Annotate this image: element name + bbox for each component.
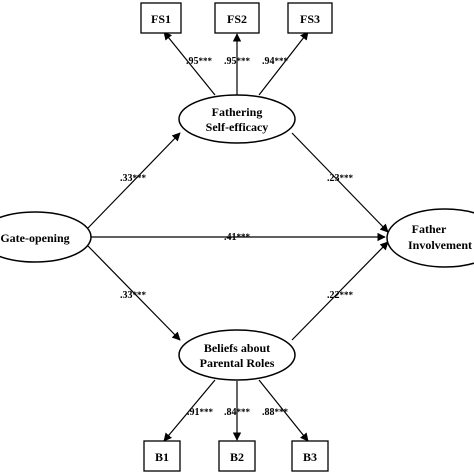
node-gate-opening: Gate-opening (0, 211, 92, 263)
coef-b1: .91*** (187, 407, 214, 418)
arrow-fathering-fs1 (163, 31, 216, 96)
coef-gate-to-fathering: .33*** (120, 173, 147, 184)
node-father-involvement: Father Involvement (386, 208, 474, 268)
arrow-gate-to-fathering (87, 132, 181, 229)
node-beliefs-parental-roles: Beliefs about Parental Roles (178, 329, 296, 381)
node-fs2: FS2 (214, 2, 260, 34)
arrow-beliefs-b1 (163, 379, 216, 442)
beliefs-label-line1: Beliefs about (204, 341, 270, 355)
coef-gate-to-father: .41*** (224, 232, 251, 243)
node-fs1: FS1 (140, 2, 182, 34)
coef-b3: .88*** (262, 407, 289, 418)
arrow-fathering-to-father (291, 132, 389, 233)
fathering-label-line1: Fathering (212, 105, 263, 119)
arrow-beliefs-to-father (291, 241, 389, 341)
coef-fs3: .94*** (262, 56, 289, 67)
coef-fathering-to-father: .23*** (327, 173, 354, 184)
coef-b2: .84*** (224, 407, 251, 418)
node-b1-label: B1 (155, 450, 169, 464)
node-b2-label: B2 (230, 450, 244, 464)
arrow-gate-to-beliefs (87, 245, 181, 341)
coef-fs1: .95*** (186, 56, 213, 67)
node-b1: B1 (143, 440, 181, 472)
beliefs-label-line2: Parental Roles (200, 356, 275, 370)
father-label-line1: Father (412, 222, 447, 236)
coefficients: .95*** .95*** .94*** .33*** .23*** .41**… (120, 56, 354, 418)
connectors (87, 31, 389, 442)
node-b3: B3 (291, 440, 329, 472)
node-b3-label: B3 (303, 450, 317, 464)
coef-gate-to-beliefs: .33*** (120, 290, 147, 301)
node-fs2-label: FS2 (227, 12, 247, 26)
coef-beliefs-to-father: .22*** (327, 290, 354, 301)
node-fs1-label: FS1 (151, 12, 171, 26)
coef-fs2: .95*** (224, 56, 251, 67)
node-fathering-self-efficacy: Fathering Self-efficacy (178, 94, 296, 144)
node-fs3: FS3 (287, 2, 333, 34)
node-fs3-label: FS3 (300, 12, 320, 26)
arrow-beliefs-b3 (258, 379, 309, 442)
father-label-line2: Involvement (408, 238, 472, 252)
fathering-label-line2: Self-efficacy (206, 120, 269, 134)
node-b2: B2 (218, 440, 256, 472)
arrow-fathering-fs3 (258, 31, 309, 96)
gate-opening-label: Gate-opening (0, 231, 69, 245)
